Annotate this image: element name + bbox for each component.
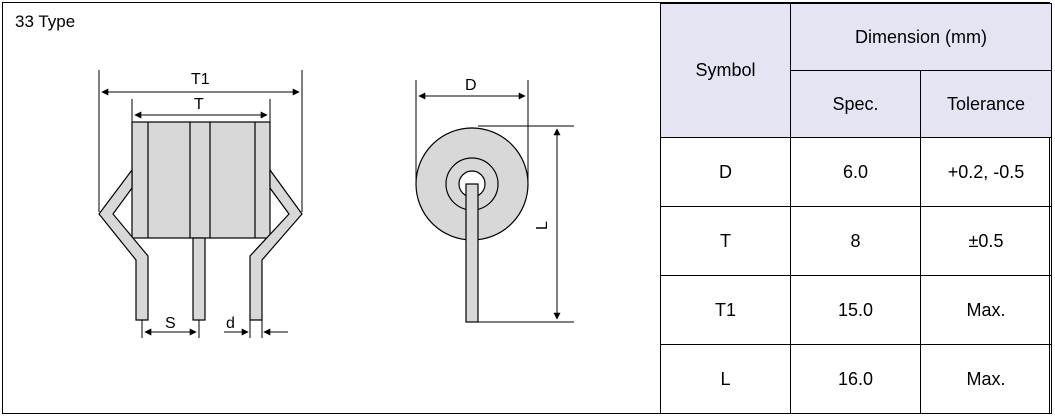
table-row: T 8 ±0.5 (660, 206, 1052, 276)
header-symbol: Symbol (660, 3, 791, 138)
row-symbol: L (660, 344, 791, 414)
lead-center (192, 237, 206, 321)
row-tolerance: Max. (920, 344, 1052, 414)
component-body (131, 121, 271, 239)
header-tolerance: Tolerance (920, 70, 1052, 138)
row-symbol: T (660, 206, 791, 276)
table-row: L 16.0 Max. (660, 344, 1052, 414)
table-row: T1 15.0 Max. (660, 275, 1052, 345)
dimension-table: Symbol Dimension (mm) Spec. Tolerance D … (660, 3, 1052, 414)
label-L: L (534, 221, 551, 230)
row-tolerance: +0.2, -0.5 (920, 137, 1052, 207)
label-D: D (465, 77, 477, 94)
drawing-panel: 33 Type (2, 2, 660, 414)
header-spec: Spec. (790, 70, 921, 138)
row-symbol: T1 (660, 275, 791, 345)
dimension-drawing: T1 T S d D L (98, 70, 574, 338)
row-spec: 16.0 (790, 344, 921, 414)
side-view (98, 121, 303, 321)
front-view (415, 127, 529, 323)
label-t1: T1 (191, 71, 210, 88)
label-s: S (165, 315, 176, 332)
row-spec: 6.0 (790, 137, 921, 207)
label-d-small: d (226, 315, 235, 332)
table-row: D 6.0 +0.2, -0.5 (660, 137, 1052, 207)
row-tolerance: ±0.5 (920, 206, 1052, 276)
type-title: 33 Type (15, 12, 76, 31)
row-spec: 8 (790, 206, 921, 276)
label-t: T (194, 96, 204, 113)
lead-left (98, 168, 149, 321)
header-dimension: Dimension (mm) (790, 3, 1052, 71)
row-spec: 15.0 (790, 275, 921, 345)
row-tolerance: Max. (920, 275, 1052, 345)
row-symbol: D (660, 137, 791, 207)
